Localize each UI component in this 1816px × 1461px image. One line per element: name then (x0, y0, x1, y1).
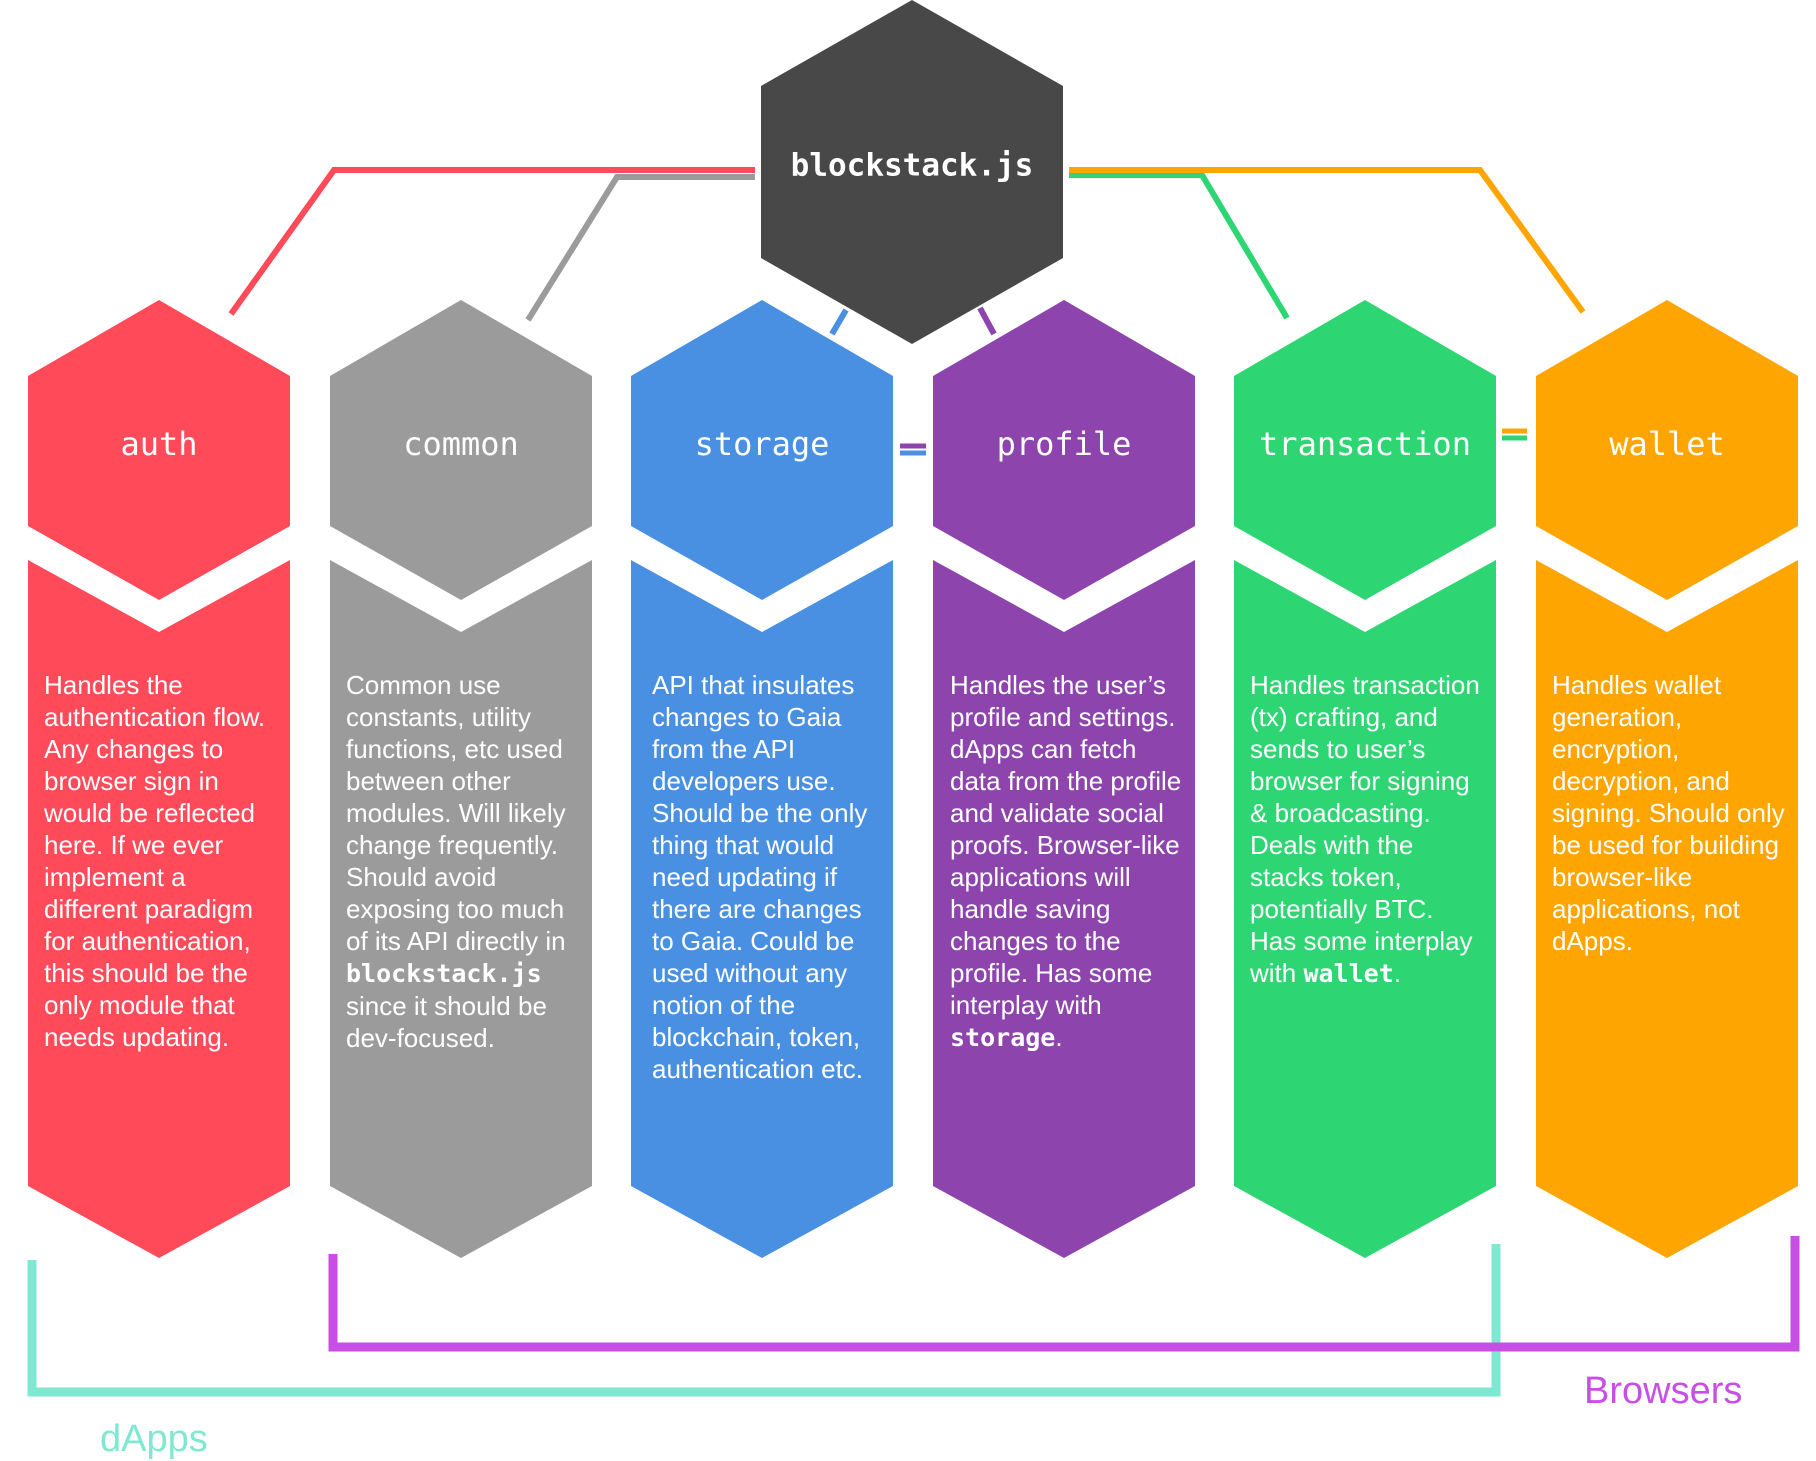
module-profile: profile (933, 300, 1195, 1258)
common-title: common (403, 425, 519, 463)
browsers-group-label: Browsers (1584, 1370, 1742, 1413)
common-description-part: Common use constants, utility functions,… (346, 670, 566, 956)
root-node: blockstack.js (761, 0, 1063, 344)
auth-body (28, 560, 290, 1258)
connector-lines (228, 167, 1586, 456)
transaction-description-part: wallet (1303, 959, 1394, 988)
module-common: common (330, 300, 592, 1258)
storage-description: API that insulates changes to Gaia from … (652, 669, 886, 1085)
transaction-body (1234, 560, 1496, 1258)
common-connector (525, 174, 755, 322)
storage-description-part: API that insulates changes to Gaia from … (652, 670, 868, 1084)
transaction-description-part: . (1393, 958, 1402, 988)
module-wallet: wallet (1536, 300, 1798, 1258)
wallet-body (1536, 560, 1798, 1258)
wallet-title: wallet (1609, 425, 1725, 463)
common-body (330, 560, 592, 1258)
auth-hexagon (28, 300, 290, 600)
profile-description-part: . (1055, 1022, 1063, 1052)
auth-title: auth (120, 425, 197, 463)
profile-connector (977, 306, 997, 336)
wallet-description: Handles wallet generation, encryption, d… (1552, 669, 1786, 957)
dapps-bracket (27, 1244, 1501, 1397)
transaction-description: Handles transaction (tx) crafting, and s… (1250, 669, 1484, 990)
module-storage: storage (631, 300, 893, 1258)
module-auth: auth (28, 300, 290, 1258)
common-hexagon (330, 300, 592, 600)
profile-title: profile (997, 425, 1132, 463)
auth-description-part: Handles the authentication flow. Any cha… (44, 670, 266, 1052)
transaction-title: transaction (1259, 425, 1471, 463)
storage-hexagon (631, 300, 893, 600)
common-description: Common use constants, utility functions,… (346, 669, 580, 1054)
transaction-hexagon (1234, 300, 1496, 600)
common-description-part: blockstack.js (346, 959, 542, 988)
profile-body (933, 560, 1195, 1258)
browsers-label-text: Browsers (1584, 1370, 1743, 1412)
transaction-description-part: Handles transaction (tx) crafting, and s… (1250, 670, 1480, 988)
transaction-connector (1069, 172, 1290, 320)
storage-body (631, 560, 893, 1258)
root-hexagon (761, 0, 1063, 344)
auth-description: Handles the authentication flow. Any cha… (44, 669, 278, 1053)
profile-description: Handles the user’s profile and settings.… (950, 669, 1190, 1054)
wallet-connector (1069, 167, 1586, 314)
dapps-label-text: dApps (100, 1418, 208, 1460)
profile-hexagon (933, 300, 1195, 600)
module-shapes: auth common storage profile transaction walle… (27, 300, 1800, 1397)
common-description-part: since it should be dev-focused. (346, 991, 547, 1053)
browsers-bracket (328, 1236, 1800, 1352)
root-title: blockstack.js (791, 148, 1034, 184)
module-transaction: transaction (1234, 300, 1496, 1258)
dapps-group-label: dApps (100, 1418, 208, 1461)
profile-description-part: Handles the user’s profile and settings.… (950, 670, 1182, 1020)
storage-connector (829, 308, 849, 336)
storage-title: storage (695, 425, 830, 463)
wallet-hexagon (1536, 300, 1798, 600)
auth-connector (228, 167, 755, 316)
wallet-description-part: Handles wallet generation, encryption, d… (1552, 670, 1785, 956)
profile-description-part: storage (950, 1023, 1056, 1052)
